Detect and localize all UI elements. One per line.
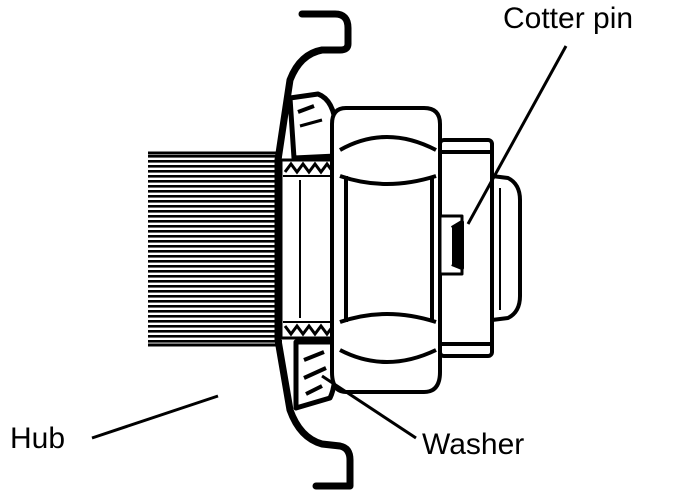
upper-washer bbox=[287, 91, 339, 161]
hex-nut bbox=[330, 106, 442, 394]
cotter-pin-leader bbox=[466, 45, 568, 225]
washer-leader bbox=[321, 374, 417, 440]
nut-lock bbox=[438, 138, 494, 358]
cotter-pin-label: Cotter pin bbox=[503, 2, 634, 35]
hub-leader bbox=[91, 394, 219, 440]
shaft-end bbox=[490, 174, 522, 322]
lower-washer bbox=[293, 339, 338, 411]
axle-shaft bbox=[148, 151, 282, 347]
hub-flange bbox=[274, 10, 354, 490]
hub-label: Hub bbox=[10, 422, 66, 455]
washer-label: Washer bbox=[422, 428, 525, 461]
